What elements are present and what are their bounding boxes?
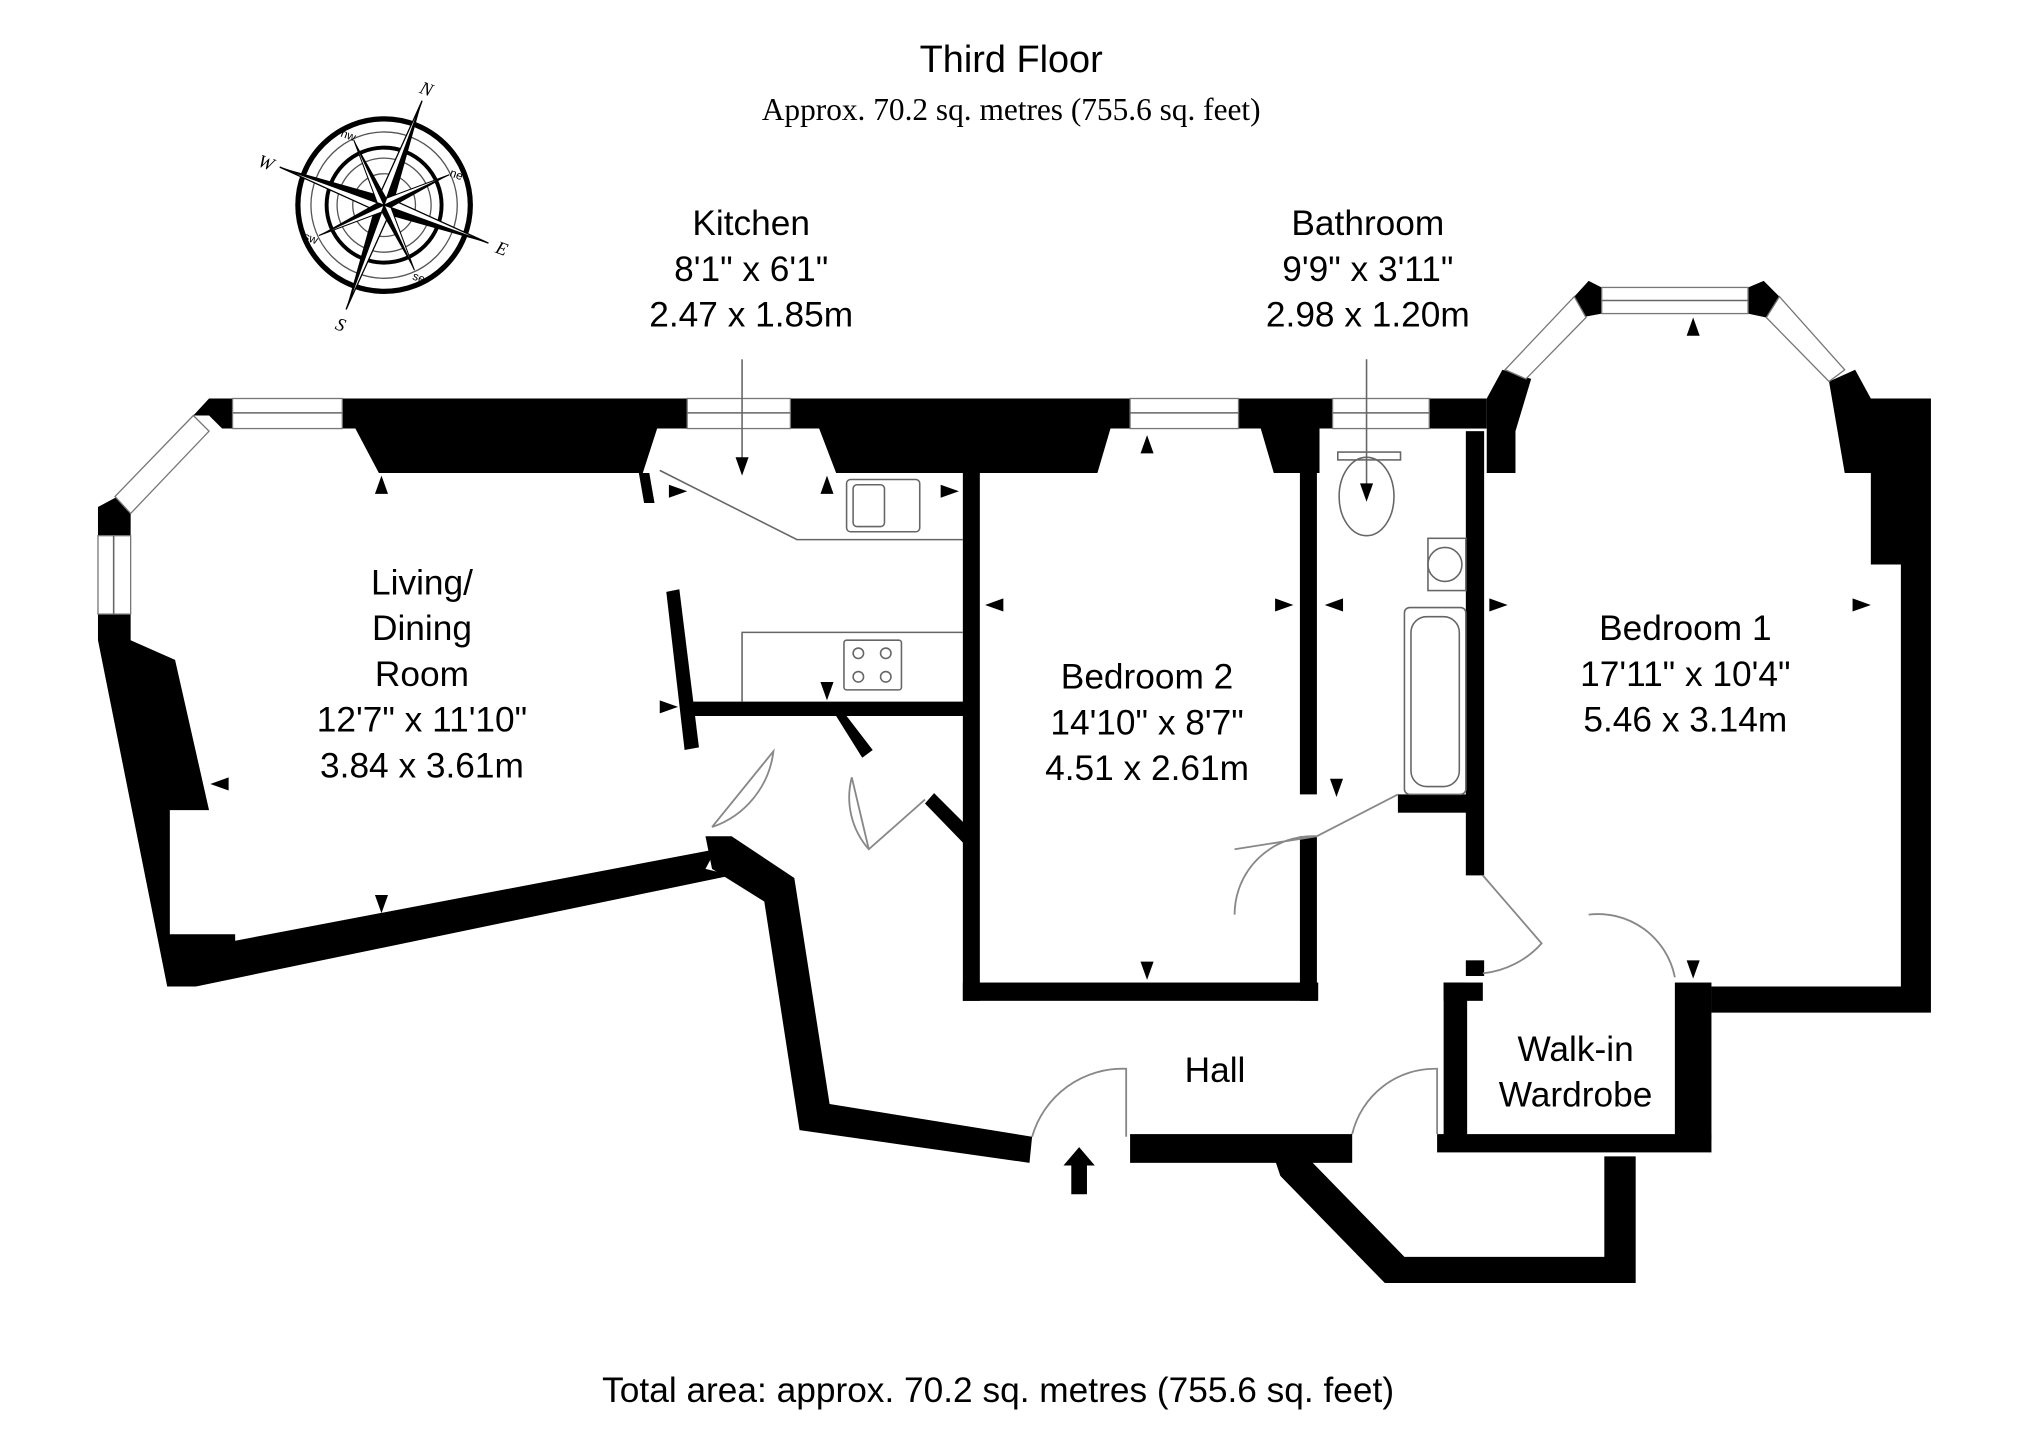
fixtures (659, 359, 1467, 796)
sink-icon (845, 478, 921, 533)
total-area: Total area: approx. 70.2 sq. metres (755… (602, 1371, 1394, 1410)
label-wardrobe: Walk-in Wardrobe (1499, 1030, 1653, 1115)
label-living: Living/ Dining Room 12'7" x 11'10" 3.84 … (317, 563, 527, 785)
basin-icon (1427, 546, 1463, 583)
bedroom2-imperial: 14'10" x 8'7" (1050, 703, 1243, 742)
kitchen-name: Kitchen (692, 204, 810, 243)
compass-north: N (416, 77, 437, 101)
wardrobe-name-2: Wardrobe (1499, 1076, 1653, 1115)
living-imperial: 12'7" x 11'10" (317, 701, 527, 740)
wardrobe-name-1: Walk-in (1517, 1030, 1633, 1069)
compass-rose-icon: N E S W ne se sw nw (255, 77, 510, 336)
bedroom1-metric: 5.46 x 3.14m (1583, 701, 1787, 740)
doors (711, 748, 1676, 1137)
label-bedroom1: Bedroom 1 17'11" x 10'4" 5.46 x 3.14m (1580, 609, 1790, 739)
hob-icon (843, 639, 903, 691)
living-name-3: Room (375, 655, 469, 694)
compass-sw: sw (302, 230, 320, 247)
label-bedroom2: Bedroom 2 14'10" x 8'7" 4.51 x 2.61m (1045, 658, 1249, 788)
label-hall: Hall (1185, 1051, 1246, 1090)
compass-ne: ne (448, 167, 465, 184)
measure-arrows (210, 317, 1871, 980)
bathroom-imperial: 9'9" x 3'11" (1282, 250, 1453, 289)
bedroom1-name: Bedroom 1 (1599, 609, 1772, 648)
living-name-1: Living/ (371, 563, 473, 602)
bath-icon (1403, 606, 1467, 796)
floor-title: Third Floor (920, 39, 1103, 81)
compass-nw: nw (339, 127, 358, 145)
label-kitchen: Kitchen 8'1" x 6'1" 2.47 x 1.85m (649, 204, 853, 334)
bedroom2-metric: 4.51 x 2.61m (1045, 749, 1249, 788)
label-bathroom: Bathroom 9'9" x 3'11" 2.98 x 1.20m (1266, 204, 1470, 334)
entrance-arrow-icon (1063, 1147, 1095, 1195)
compass-east: E (492, 237, 510, 260)
kitchen-imperial: 8'1" x 6'1" (674, 250, 828, 289)
compass-south: S (333, 314, 348, 336)
bathroom-metric: 2.98 x 1.20m (1266, 296, 1470, 335)
bathroom-name: Bathroom (1291, 204, 1444, 243)
compass-west: W (255, 151, 278, 176)
bedroom1-imperial: 17'11" x 10'4" (1580, 655, 1790, 694)
floor-subtitle: Approx. 70.2 sq. metres (755.6 sq. feet) (762, 92, 1261, 127)
kitchen-metric: 2.47 x 1.85m (649, 296, 853, 335)
hall-name: Hall (1185, 1051, 1246, 1090)
bedroom2-name: Bedroom 2 (1061, 658, 1234, 697)
living-name-2: Dining (372, 609, 472, 648)
living-metric: 3.84 x 3.61m (320, 746, 524, 785)
walls (97, 280, 1931, 1284)
windows (97, 286, 1846, 615)
compass-se: se (411, 270, 428, 287)
